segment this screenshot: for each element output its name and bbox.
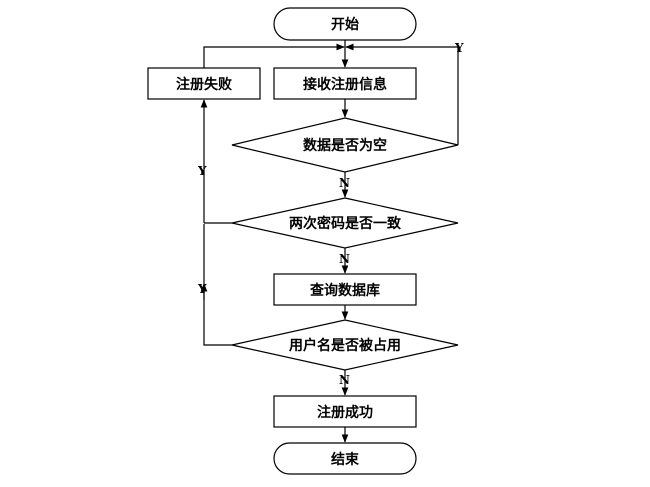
start-label: 开始 [331, 16, 359, 33]
check-password-decision: 两次密码是否一致 [231, 197, 459, 249]
arrow-failure-to-receive-loop [203, 43, 345, 68]
query-database-process: 查询数据库 [273, 273, 417, 306]
label-empty-yes: Y [454, 41, 464, 55]
label-password-yes: Y [197, 164, 207, 178]
receive-info-label: 接收注册信息 [303, 76, 387, 93]
registration-failure-label: 注册失败 [176, 76, 233, 93]
end-label: 结束 [331, 451, 360, 468]
line-username-yes [203, 224, 232, 346]
end-terminal: 结束 [273, 442, 417, 475]
label-password-no: N [339, 252, 350, 266]
check-empty-label: 数据是否为空 [303, 137, 387, 154]
registration-success-label: 注册成功 [317, 404, 373, 421]
label-empty-no: N [339, 176, 350, 190]
check-empty-decision: 数据是否为空 [231, 117, 459, 173]
arrow-empty-yes-loop [345, 43, 459, 145]
registration-failure-process: 注册失败 [147, 67, 261, 100]
start-terminal: 开始 [273, 7, 417, 41]
label-username-yes: Y [197, 282, 207, 296]
registration-success-process: 注册成功 [273, 395, 417, 428]
label-username-no: N [339, 373, 350, 387]
query-database-label: 查询数据库 [310, 282, 380, 299]
check-username-label: 用户名是否被占用 [289, 337, 401, 354]
check-password-label: 两次密码是否一致 [289, 215, 402, 232]
receive-info-process: 接收注册信息 [273, 67, 417, 100]
check-username-decision: 用户名是否被占用 [231, 319, 459, 371]
